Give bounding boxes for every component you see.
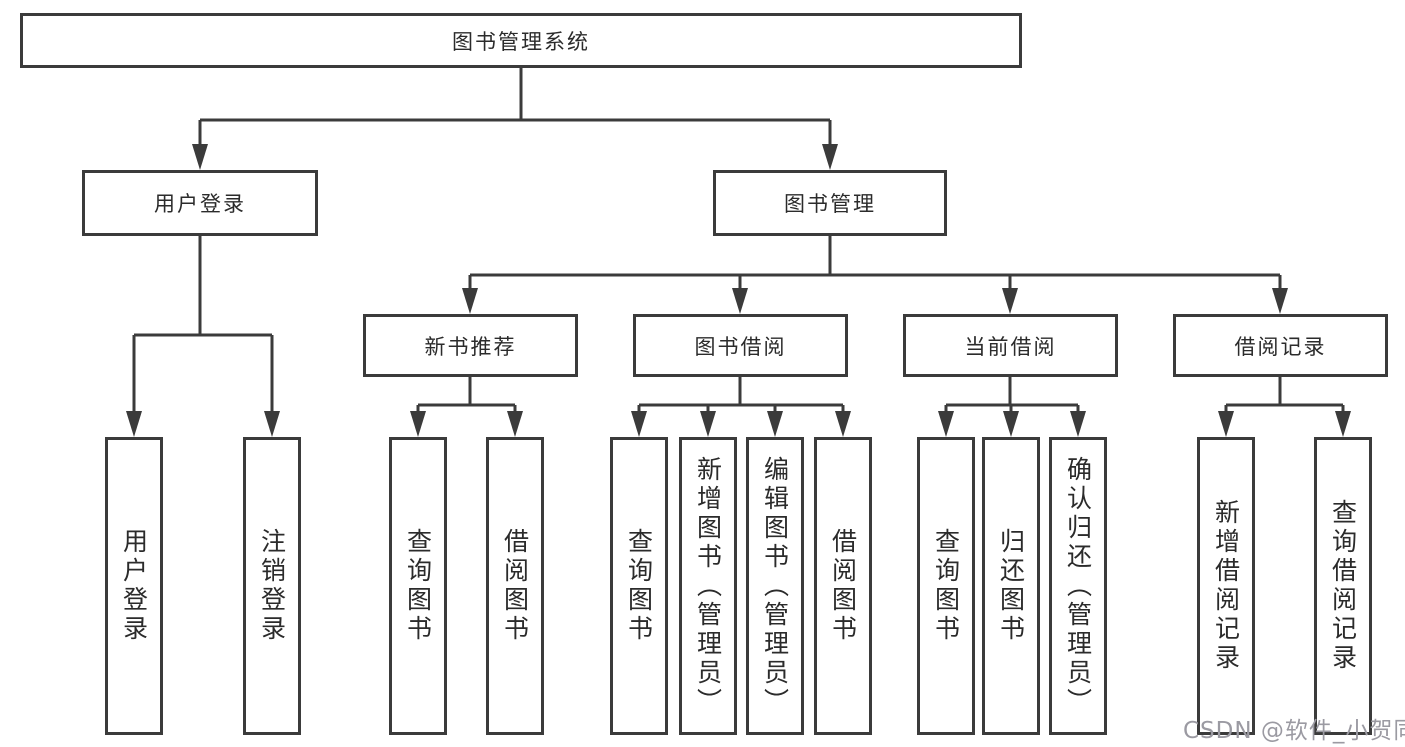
arrowhead-icon [700, 411, 716, 437]
connector-current-borrow-group [944, 377, 1080, 413]
leaf-edit-books-admin: 编辑图书（管理员） [746, 437, 804, 735]
arrowhead-icon [1218, 411, 1234, 437]
arrowhead-icon [835, 411, 851, 437]
connector-user-login-group [132, 236, 274, 413]
arrowhead-icon [410, 411, 426, 437]
arrowhead-icon [1070, 411, 1086, 437]
arrowhead-icon [126, 411, 142, 437]
arrowhead-icon [1003, 411, 1019, 437]
node-new-book-recommend: 新书推荐 [363, 314, 578, 377]
leaf-query-books-current: 查询图书 [917, 437, 975, 735]
node-library-management-system: 图书管理系统 [20, 13, 1022, 68]
leaf-logout: 注销登录 [243, 437, 301, 735]
node-borrow-records: 借阅记录 [1173, 314, 1388, 377]
leaf-return-books: 归还图书 [982, 437, 1040, 735]
arrowhead-icon [631, 411, 647, 437]
arrowhead-icon [1002, 288, 1018, 314]
connector-book-management-to-level2 [468, 236, 1282, 292]
arrowhead-icon [462, 288, 478, 314]
leaf-borrow-books: 借阅图书 [814, 437, 872, 735]
arrowhead-icon [507, 411, 523, 437]
node-book-management: 图书管理 [713, 170, 947, 236]
node-book-borrow: 图书借阅 [633, 314, 848, 377]
connector-book-borrow-group [637, 377, 845, 413]
node-user-login: 用户登录 [82, 170, 318, 236]
leaf-add-borrow-record: 新增借阅记录 [1197, 437, 1255, 735]
arrowhead-icon [1272, 288, 1288, 314]
csdn-watermark: CSDN @软件_小贺同学 [1183, 718, 1405, 744]
connector-borrow-records-group [1224, 377, 1345, 413]
connector-new-book-group [416, 377, 517, 413]
arrowhead-icon [822, 144, 838, 170]
arrowhead-icon [192, 144, 208, 170]
connector-root-to-level1 [198, 68, 832, 146]
node-current-borrow: 当前借阅 [903, 314, 1118, 377]
arrowhead-icon [938, 411, 954, 437]
arrowhead-icon [1335, 411, 1351, 437]
arrowhead-icon [767, 411, 783, 437]
arrowhead-icon [264, 411, 280, 437]
leaf-add-books-admin: 新增图书（管理员） [679, 437, 737, 735]
leaf-query-books-recommend: 查询图书 [389, 437, 447, 735]
leaf-user-login: 用户登录 [105, 437, 163, 735]
leaf-query-books-borrow: 查询图书 [610, 437, 668, 735]
arrowhead-icon [732, 288, 748, 314]
leaf-borrow-books-recommend: 借阅图书 [486, 437, 544, 735]
leaf-query-borrow-record: 查询借阅记录 [1314, 437, 1372, 735]
leaf-confirm-return-admin: 确认归还（管理员） [1049, 437, 1107, 735]
